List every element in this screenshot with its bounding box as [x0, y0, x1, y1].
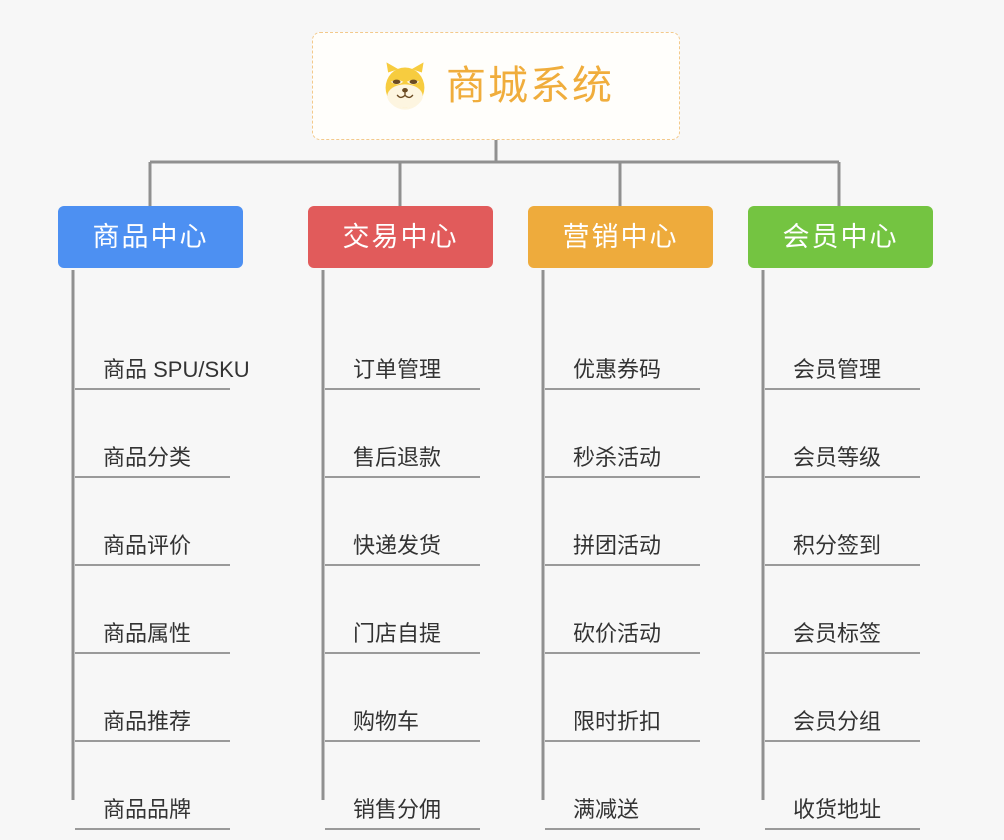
branch-label: 会员中心 [782, 221, 899, 252]
leaf-label: 商品 SPU/SKU [103, 356, 250, 382]
leaf-label: 满减送 [573, 796, 640, 822]
leaf-item[interactable]: 限时折扣 [545, 654, 700, 742]
leaf-label: 会员标签 [793, 620, 882, 646]
leaf-item[interactable]: 商品 SPU/SKU [75, 302, 250, 390]
leaf-item[interactable]: 积分签到 [765, 478, 920, 566]
leaf-label: 售后退款 [353, 444, 442, 470]
leaf-item[interactable]: 商品评价 [75, 478, 230, 566]
leaf-item[interactable]: 销售分佣 [325, 742, 480, 830]
branch-columns: 商品中心 商品 SPU/SKU 商品分类 商品评价 商品属性 商品推荐 [0, 206, 1004, 840]
leaf-item[interactable]: 收货地址 [765, 742, 920, 830]
leaf-item[interactable]: 快递发货 [325, 478, 480, 566]
branch-header-2[interactable]: 营销中心 [528, 206, 713, 268]
leaf-item[interactable]: 商品分类 [75, 390, 230, 478]
leaf-label: 优惠券码 [573, 356, 662, 382]
branch-header-3[interactable]: 会员中心 [748, 206, 933, 268]
leaf-item[interactable]: 售后退款 [325, 390, 480, 478]
leaf-label: 会员等级 [793, 444, 882, 470]
leaf-label: 订单管理 [353, 356, 442, 382]
leaf-item[interactable]: 满减送 [545, 742, 700, 830]
branch-header-0[interactable]: 商品中心 [58, 206, 243, 268]
leaf-item[interactable]: 商品品牌 [75, 742, 230, 830]
leaf-label: 会员管理 [793, 356, 882, 382]
leaf-label: 购物车 [353, 708, 420, 734]
leaf-item[interactable]: 会员分组 [765, 654, 920, 742]
leaf-item[interactable]: 商品属性 [75, 566, 230, 654]
leaf-label: 商品属性 [103, 620, 192, 646]
branch-header-1[interactable]: 交易中心 [308, 206, 493, 268]
leaf-item[interactable]: 拼团活动 [545, 478, 700, 566]
branch-column-交易中心: 交易中心 订单管理 售后退款 快递发货 门店自提 购物车 [308, 206, 528, 830]
leaf-list-0: 商品 SPU/SKU 商品分类 商品评价 商品属性 商品推荐 商品品牌 [58, 302, 278, 830]
leaf-label: 限时折扣 [573, 708, 662, 734]
leaf-label: 商品品牌 [103, 796, 192, 822]
root-title: 商城系统 [446, 64, 614, 108]
shiba-dog-face-icon [378, 59, 432, 113]
leaf-item[interactable]: 优惠券码 [545, 302, 700, 390]
leaf-label: 秒杀活动 [573, 444, 662, 470]
branch-column-营销中心: 营销中心 优惠券码 秒杀活动 拼团活动 砍价活动 限时折扣 [528, 206, 748, 830]
branch-label: 交易中心 [342, 221, 459, 252]
leaf-item[interactable]: 商品推荐 [75, 654, 230, 742]
leaf-label: 会员分组 [793, 708, 882, 734]
leaf-label: 积分签到 [793, 532, 882, 558]
leaf-label: 砍价活动 [573, 620, 662, 646]
leaf-item[interactable]: 门店自提 [325, 566, 480, 654]
branch-label: 商品中心 [92, 221, 209, 252]
leaf-label: 拼团活动 [573, 532, 662, 558]
leaf-label: 快递发货 [353, 532, 442, 558]
leaf-label: 商品推荐 [103, 708, 192, 734]
leaf-item[interactable]: 会员标签 [765, 566, 920, 654]
leaf-label: 门店自提 [353, 620, 442, 646]
branch-column-会员中心: 会员中心 会员管理 会员等级 积分签到 会员标签 会员分组 [748, 206, 968, 830]
root-node[interactable]: 商城系统 [312, 32, 680, 140]
leaf-item[interactable]: 秒杀活动 [545, 390, 700, 478]
leaf-list-1: 订单管理 售后退款 快递发货 门店自提 购物车 销售分佣 [308, 302, 528, 830]
leaf-item[interactable]: 会员等级 [765, 390, 920, 478]
leaf-list-3: 会员管理 会员等级 积分签到 会员标签 会员分组 收货地址 [748, 302, 968, 830]
leaf-list-2: 优惠券码 秒杀活动 拼团活动 砍价活动 限时折扣 满减送 [528, 302, 748, 830]
leaf-item[interactable]: 砍价活动 [545, 566, 700, 654]
branch-column-商品中心: 商品中心 商品 SPU/SKU 商品分类 商品评价 商品属性 商品推荐 [58, 206, 278, 830]
leaf-label: 商品评价 [103, 532, 192, 558]
leaf-label: 收货地址 [793, 796, 882, 822]
leaf-item[interactable]: 会员管理 [765, 302, 920, 390]
branch-label: 营销中心 [562, 221, 679, 252]
leaf-label: 销售分佣 [353, 796, 442, 822]
leaf-label: 商品分类 [103, 444, 192, 470]
leaf-item[interactable]: 购物车 [325, 654, 480, 742]
leaf-item[interactable]: 订单管理 [325, 302, 480, 390]
